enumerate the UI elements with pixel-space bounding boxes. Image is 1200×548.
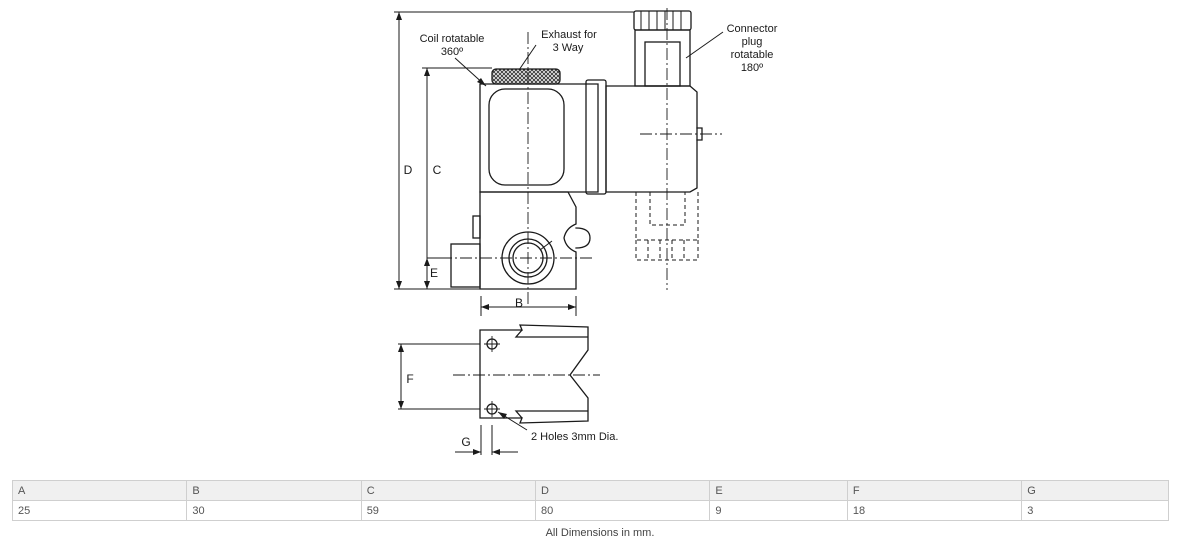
table-cell-b: 30	[186, 500, 362, 521]
dim-letter-e: E	[430, 266, 438, 280]
arrow-c-top	[424, 68, 430, 76]
port-leader	[539, 240, 553, 251]
dimensions-footnote: All Dimensions in mm.	[545, 527, 655, 539]
table-cell-e: 9	[709, 500, 848, 521]
valve-dimension-drawing: Coil rotatable 360º Exhaust for 3 Way Co…	[394, 8, 778, 455]
table-header-a: A	[11, 480, 188, 501]
exhaust-leader	[518, 44, 537, 71]
connector-body	[605, 85, 698, 193]
table-header-g: G	[1021, 480, 1169, 501]
arrow-g-right	[492, 449, 500, 455]
table-header-e: E	[709, 480, 848, 501]
connector-alt-position	[635, 192, 699, 241]
coil-window	[488, 88, 565, 186]
dim-g-line	[455, 425, 518, 455]
table-header-row: A B C D E F G	[11, 480, 1169, 501]
dim-f-line	[398, 343, 480, 410]
table-header-f: F	[846, 480, 1023, 501]
mount-face	[479, 324, 589, 424]
side-fitting-nut	[472, 215, 481, 239]
valve-slot	[575, 227, 591, 249]
arrow-f-bottom	[398, 401, 404, 409]
arrow-b-right	[568, 304, 576, 310]
connector-plug-inner	[644, 41, 681, 87]
dim-c-line	[422, 67, 492, 289]
dimension-table: A B C D E F G 25 30 59 80 9 18 3	[11, 480, 1169, 521]
dim-b-line	[480, 296, 577, 316]
table-row: 25 30 59 80 9 18 3	[11, 500, 1169, 521]
arrow-holes	[498, 412, 507, 419]
arrow-d-top	[396, 12, 402, 20]
exhaust-cap	[491, 68, 561, 85]
arrow-f-top	[398, 344, 404, 352]
table-cell-c: 59	[360, 500, 537, 521]
arrow-b-left	[481, 304, 489, 310]
arrow-e-top	[424, 258, 430, 266]
dim-letter-b: B	[515, 296, 523, 310]
connector-label-line2: plug	[742, 36, 763, 48]
arrow-d-bottom	[396, 281, 402, 289]
valve-body	[479, 191, 577, 290]
table-cell-g: 3	[1021, 500, 1169, 521]
table-header-d: D	[535, 480, 711, 501]
arrow-g-left	[473, 449, 481, 455]
connector-label-line4: 180º	[741, 62, 763, 74]
mount-face-break	[514, 329, 588, 419]
arrow-coil	[477, 78, 486, 86]
connector-alt-plug	[649, 192, 686, 226]
dim-letter-d: D	[404, 163, 413, 177]
dim-letter-c: C	[433, 163, 442, 177]
dim-letter-g: G	[461, 435, 470, 449]
exhaust-label-line1: Exhaust for	[541, 29, 597, 41]
connector-label-line1: Connector	[727, 23, 778, 35]
table-cell-a: 25	[11, 500, 188, 521]
coil-label-line1: Coil rotatable	[420, 33, 485, 45]
exhaust-label-line2: 3 Way	[553, 42, 584, 54]
holes-label: 2 Holes 3mm Dia.	[531, 431, 618, 443]
connector-gland	[633, 10, 692, 31]
table-cell-f: 18	[846, 500, 1023, 521]
dim-letter-f: F	[406, 372, 413, 386]
arrow-c-bottom	[424, 281, 430, 289]
table-header-b: B	[186, 480, 362, 501]
coil-housing	[479, 83, 599, 193]
dim-d-line	[394, 11, 634, 290]
mount-hole-top-cross	[484, 336, 500, 352]
table-cell-d: 80	[535, 500, 711, 521]
connector-leader	[685, 31, 724, 59]
coil-label-line2: 360º	[441, 46, 463, 58]
coil-ring	[585, 79, 607, 195]
table-header-c: C	[360, 480, 537, 501]
side-fitting	[450, 243, 481, 288]
connector-label-line3: rotatable	[731, 49, 774, 61]
connector-gland-ribs	[640, 11, 682, 30]
connector-plug	[634, 29, 691, 87]
mount-hole-bottom-cross	[484, 401, 500, 417]
